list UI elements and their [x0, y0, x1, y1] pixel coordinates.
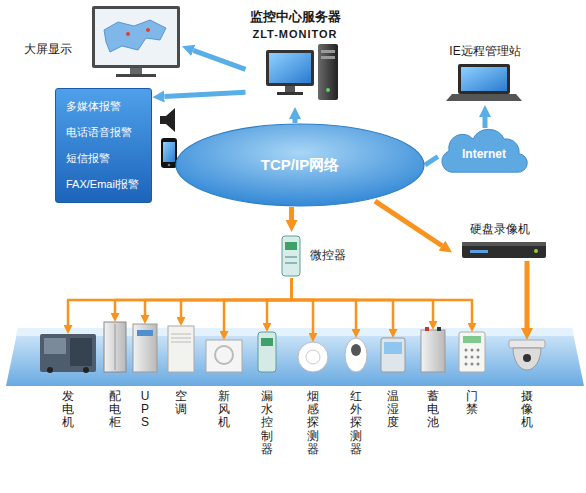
connector	[289, 207, 294, 220]
dvr-icon	[462, 242, 546, 258]
connector	[145, 278, 292, 315]
device-node: 空调	[168, 326, 194, 416]
node-label: 硬盘录像机	[452, 222, 548, 237]
device-node: UPS	[133, 324, 157, 430]
node-label: IE远程管理站	[449, 44, 520, 59]
speaker-icon	[160, 108, 175, 132]
node-label: UPS	[139, 390, 151, 430]
phone-icon	[161, 138, 177, 168]
device-node: 蓄电池	[421, 330, 445, 430]
node-label: 短信报警	[66, 151, 139, 166]
connector	[525, 261, 530, 328]
connector	[164, 92, 245, 96]
connector	[224, 278, 292, 331]
node-label: 温湿度	[387, 390, 399, 430]
cloud-shape	[442, 129, 527, 172]
connector	[483, 117, 488, 128]
network-ellipse: TCP/IP网络	[175, 123, 425, 207]
node-label: 发电机	[62, 390, 74, 430]
connector	[375, 201, 442, 246]
connector	[425, 157, 438, 165]
network-ellipse-shape	[176, 124, 424, 206]
node-label: 大屏显示	[24, 41, 182, 58]
node-label: 监控中心服务器	[250, 8, 341, 25]
device-node: 发电机	[40, 334, 96, 430]
node-label: 蓄电池	[427, 390, 439, 430]
connector	[292, 278, 313, 333]
screen-node: 大屏显示	[20, 5, 182, 80]
alarm-panel: 多媒体报警电话语音报警短信报警 FAX/Email报警	[55, 88, 152, 203]
device-node: 摄像机	[509, 340, 545, 430]
server-node: 监控中心服务器 ZLT-MONITOR	[246, 8, 345, 107]
connector	[68, 278, 292, 325]
device-node: 漏水控制器	[258, 332, 276, 456]
device-node: 烟感探测器	[298, 342, 328, 456]
connector	[292, 278, 472, 323]
device-node: 新风机	[206, 340, 242, 430]
laptop-icon	[446, 64, 522, 101]
node-label: ZLT-MONITOR	[250, 27, 341, 41]
connector	[292, 278, 393, 329]
device-node: 红外探测器	[345, 338, 367, 456]
laptop-node: IE远程管理站	[445, 44, 524, 105]
internet-cloud: Internet	[438, 128, 530, 174]
connector	[267, 278, 292, 323]
server-icon	[266, 44, 338, 100]
node-label: FAX/Email报警	[66, 177, 139, 192]
node-label: 新风机	[218, 390, 230, 430]
controller-node: 微控器	[280, 232, 348, 278]
node-label: 摄像机	[521, 390, 533, 430]
controller-icon	[282, 236, 300, 276]
device-node: 温湿度	[381, 338, 405, 430]
node-label: 漏水控制器	[261, 390, 273, 456]
device-node: 门禁	[459, 332, 485, 416]
connector	[292, 278, 356, 329]
node-label: TCP/IP网络	[261, 156, 339, 175]
node-label: 配电柜	[109, 390, 121, 430]
node-label: Internet	[462, 147, 506, 161]
node-label: 门禁	[466, 390, 478, 416]
platform	[6, 328, 584, 386]
node-label: 空调	[175, 390, 187, 416]
node-label: 多媒体报警	[66, 99, 139, 114]
connector	[193, 50, 245, 69]
connector	[115, 278, 292, 313]
connector	[181, 278, 292, 317]
device-icons	[40, 322, 545, 373]
node-label: 微控器	[310, 247, 346, 264]
dvr-node: 硬盘录像机	[452, 222, 548, 261]
node-label: 电话语音报警	[66, 125, 139, 140]
device-node: 配电柜	[104, 322, 126, 430]
node-label: 烟感探测器	[307, 390, 319, 456]
screen-icon	[92, 6, 180, 77]
connector	[293, 119, 298, 123]
node-label: 红外探测器	[350, 390, 362, 456]
